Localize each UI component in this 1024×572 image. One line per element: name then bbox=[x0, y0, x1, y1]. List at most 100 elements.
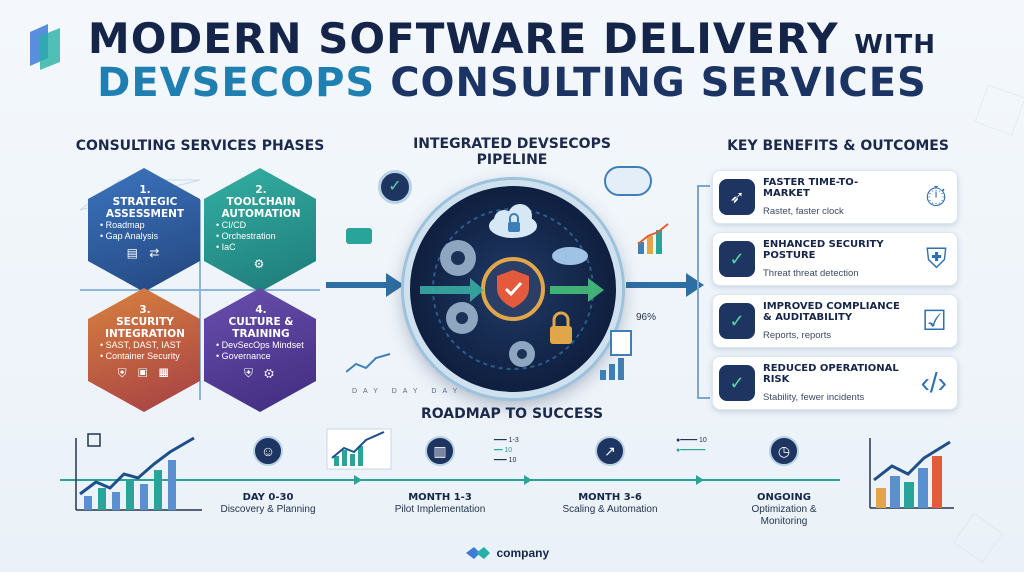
benefit-2-subtitle: Threat threat detection bbox=[763, 268, 859, 279]
phase-1-title: STRATEGIC ASSESSMENT bbox=[105, 196, 185, 220]
milestone-1-subtitle: Discovery & Planning bbox=[220, 504, 316, 515]
chart-bar bbox=[334, 456, 339, 466]
phase-3-number: 3. bbox=[139, 304, 151, 316]
chart-bar bbox=[140, 484, 148, 510]
chart-bar bbox=[876, 488, 886, 508]
code-shield-icon: ‹/› bbox=[920, 367, 947, 398]
title-rest: CONSULTING SERVICES bbox=[390, 60, 927, 106]
chart-bar bbox=[350, 454, 355, 466]
benefit-card-1[interactable]: ➶ FASTER TIME-TO-MARKET Rastet, faster c… bbox=[712, 170, 958, 224]
mini-bar bbox=[600, 370, 606, 380]
chart-bar bbox=[126, 480, 134, 510]
growth-icon[interactable]: ↗ bbox=[595, 436, 625, 466]
chart-bar bbox=[112, 492, 120, 510]
cloud-sync-icon bbox=[604, 166, 652, 196]
phase-1-bullet: Roadmap bbox=[100, 220, 190, 231]
trend-line bbox=[873, 440, 951, 482]
pipeline-mini-chart-right bbox=[637, 223, 669, 254]
roadmap-line bbox=[60, 479, 840, 481]
mini-bar bbox=[656, 230, 662, 254]
benefits-connector bbox=[697, 185, 710, 399]
roadmap-arrow bbox=[696, 475, 704, 485]
chart-bar bbox=[932, 456, 942, 508]
axis-label: DAY bbox=[431, 388, 464, 395]
phase-3-bullet: SAST, DAST, IAST bbox=[100, 340, 190, 351]
gear-icon bbox=[440, 240, 476, 276]
pipeline-heading-line2: PIPELINE bbox=[476, 152, 548, 168]
team-icon[interactable]: ☺ bbox=[253, 436, 283, 466]
chart-bar bbox=[84, 496, 92, 510]
legend-row: ━━━ 1-3 bbox=[494, 437, 519, 444]
milestone-4-subtitle: Optimization & Monitoring bbox=[751, 504, 817, 527]
gear-icon: ⚙ bbox=[253, 257, 269, 271]
shield-check-icon: ✓ bbox=[719, 365, 755, 401]
axis-label: DAY bbox=[352, 388, 384, 395]
rocket-icon: ➶ bbox=[719, 179, 755, 215]
phase-1-bullet: Gap Analysis bbox=[100, 231, 190, 242]
mini-trend-line bbox=[637, 223, 669, 245]
brand-name: company bbox=[496, 545, 550, 560]
pipeline-axis: DAY DAY DAY bbox=[352, 388, 463, 395]
benefit-3-title: IMPROVED COMPLIANCE & AUDITABILITY bbox=[763, 301, 900, 323]
calendar-icon bbox=[87, 433, 101, 447]
gear-icon bbox=[509, 341, 535, 367]
milestone-3-subtitle: Scaling & Automation bbox=[562, 504, 658, 515]
phase-3-title: SECURITY INTEGRATION bbox=[105, 316, 185, 340]
footer-brand: company bbox=[466, 544, 549, 562]
milestone-1-title: DAY 0-30 bbox=[242, 492, 294, 503]
title-main: MODERN SOFTWARE DELIVERY bbox=[87, 14, 839, 63]
cloud-icon bbox=[489, 204, 537, 238]
lock-icon bbox=[508, 213, 520, 232]
mini-bar bbox=[609, 364, 615, 380]
title-small: WITH bbox=[854, 30, 937, 60]
roadmap-chart-left bbox=[75, 433, 202, 511]
legend-row: ━━ 10 bbox=[494, 447, 513, 454]
phase-2-bullet: CI/CD bbox=[216, 220, 306, 231]
clock-icon[interactable]: ◷ bbox=[769, 436, 799, 466]
phase-3-bullet: Container Security bbox=[100, 351, 190, 362]
magnifier-check-icon: ✓ bbox=[378, 170, 412, 204]
benefit-1-subtitle: Rastet, faster clock bbox=[763, 206, 844, 217]
chart-bar bbox=[904, 482, 914, 508]
flow-arrow-left bbox=[326, 273, 404, 297]
company-logo-icon bbox=[466, 546, 490, 559]
mini-bar bbox=[647, 236, 653, 254]
chart-bar bbox=[358, 446, 363, 466]
flow-arrow-right bbox=[626, 273, 704, 297]
chart-icon[interactable]: ▥ bbox=[425, 436, 455, 466]
title-accent: DEVSECOPS bbox=[97, 60, 376, 106]
card-icon bbox=[346, 228, 372, 244]
legend-value: 10 bbox=[504, 447, 513, 454]
benefit-4-subtitle: Stability, fewer incidents bbox=[763, 392, 865, 403]
milestone-2-subtitle: Pilot Implementation bbox=[394, 504, 486, 515]
background-decoration bbox=[952, 512, 1004, 564]
phase-2-bullet: IaC bbox=[216, 242, 306, 253]
trend-line bbox=[79, 436, 195, 496]
benefit-card-4[interactable]: ✓ REDUCED OPERATIONAL RISK Stability, fe… bbox=[712, 356, 958, 410]
chart-bar bbox=[342, 450, 347, 466]
shield-lock-icon: ⛨ bbox=[925, 243, 947, 274]
phases-heading: CONSULTING SERVICES PHASES bbox=[75, 138, 325, 154]
chart-bar bbox=[918, 468, 928, 508]
milestone-2-title: MONTH 1-3 bbox=[408, 492, 472, 503]
benefit-card-3[interactable]: ✓ IMPROVED COMPLIANCE & AUDITABILITY Rep… bbox=[712, 294, 958, 348]
legend-value: 1-3 bbox=[508, 437, 519, 444]
milestone-3-title: MONTH 3-6 bbox=[578, 492, 642, 503]
benefit-card-2[interactable]: ✓ ENHANCED SECURITY POSTURE Threat threa… bbox=[712, 232, 958, 286]
benefit-1-title: FASTER TIME-TO-MARKET bbox=[763, 177, 859, 199]
trend-line bbox=[331, 431, 385, 459]
axis-label: DAY bbox=[391, 388, 424, 395]
phase-4-bullet: Governance bbox=[216, 351, 306, 362]
roadmap-legend: ━━━ 1-3 ━━ 10 ━━━ 10 bbox=[494, 436, 519, 466]
benefit-4-title: REDUCED OPERATIONAL RISK bbox=[763, 363, 899, 385]
phase-2-bullet: Orchestration bbox=[216, 231, 306, 242]
pipeline-mini-chart-left bbox=[346, 353, 391, 373]
page-title-line1: MODERN SOFTWARE DELIVERY WITH bbox=[0, 14, 1024, 63]
pipeline-ring bbox=[404, 180, 622, 398]
phase-4-number: 4. bbox=[255, 304, 267, 316]
legend-value: 10 bbox=[508, 457, 517, 464]
mini-bar bbox=[618, 358, 624, 380]
legend-value: 10 bbox=[699, 437, 707, 444]
legend-row: ●━━━━ 10 bbox=[676, 437, 707, 444]
roadmap-arrow bbox=[354, 475, 362, 485]
